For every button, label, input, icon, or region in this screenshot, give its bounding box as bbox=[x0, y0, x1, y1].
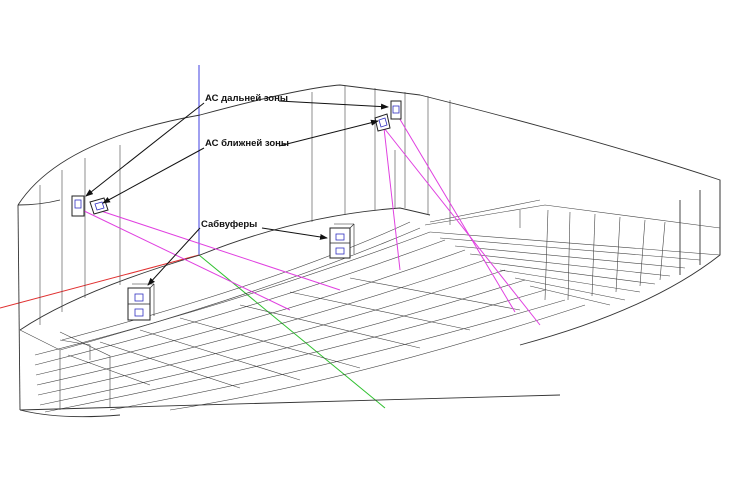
subwoofers bbox=[127, 223, 355, 321]
near-zone-speaker-left bbox=[89, 197, 109, 215]
hall-shell bbox=[17, 84, 721, 418]
far-zone-label: АС дальней зоны bbox=[205, 93, 288, 104]
callout-arrows bbox=[85, 100, 389, 286]
far-zone-speakers bbox=[71, 100, 402, 217]
x-axis bbox=[0, 254, 200, 309]
far-zone-speaker-left bbox=[71, 195, 85, 217]
far-zone-speaker-right bbox=[390, 100, 402, 120]
seating-rows bbox=[19, 221, 586, 413]
subwoofer-right bbox=[329, 223, 355, 259]
near-zone-speaker-right bbox=[374, 113, 391, 132]
subwoofers-label: Сабвуферы bbox=[201, 219, 257, 230]
subwoofer-left bbox=[127, 283, 155, 321]
rear-tiers bbox=[424, 199, 721, 306]
y-axis bbox=[198, 254, 386, 409]
near-zone-label: АС ближней зоны bbox=[205, 138, 289, 149]
speaker-beams bbox=[77, 115, 541, 326]
